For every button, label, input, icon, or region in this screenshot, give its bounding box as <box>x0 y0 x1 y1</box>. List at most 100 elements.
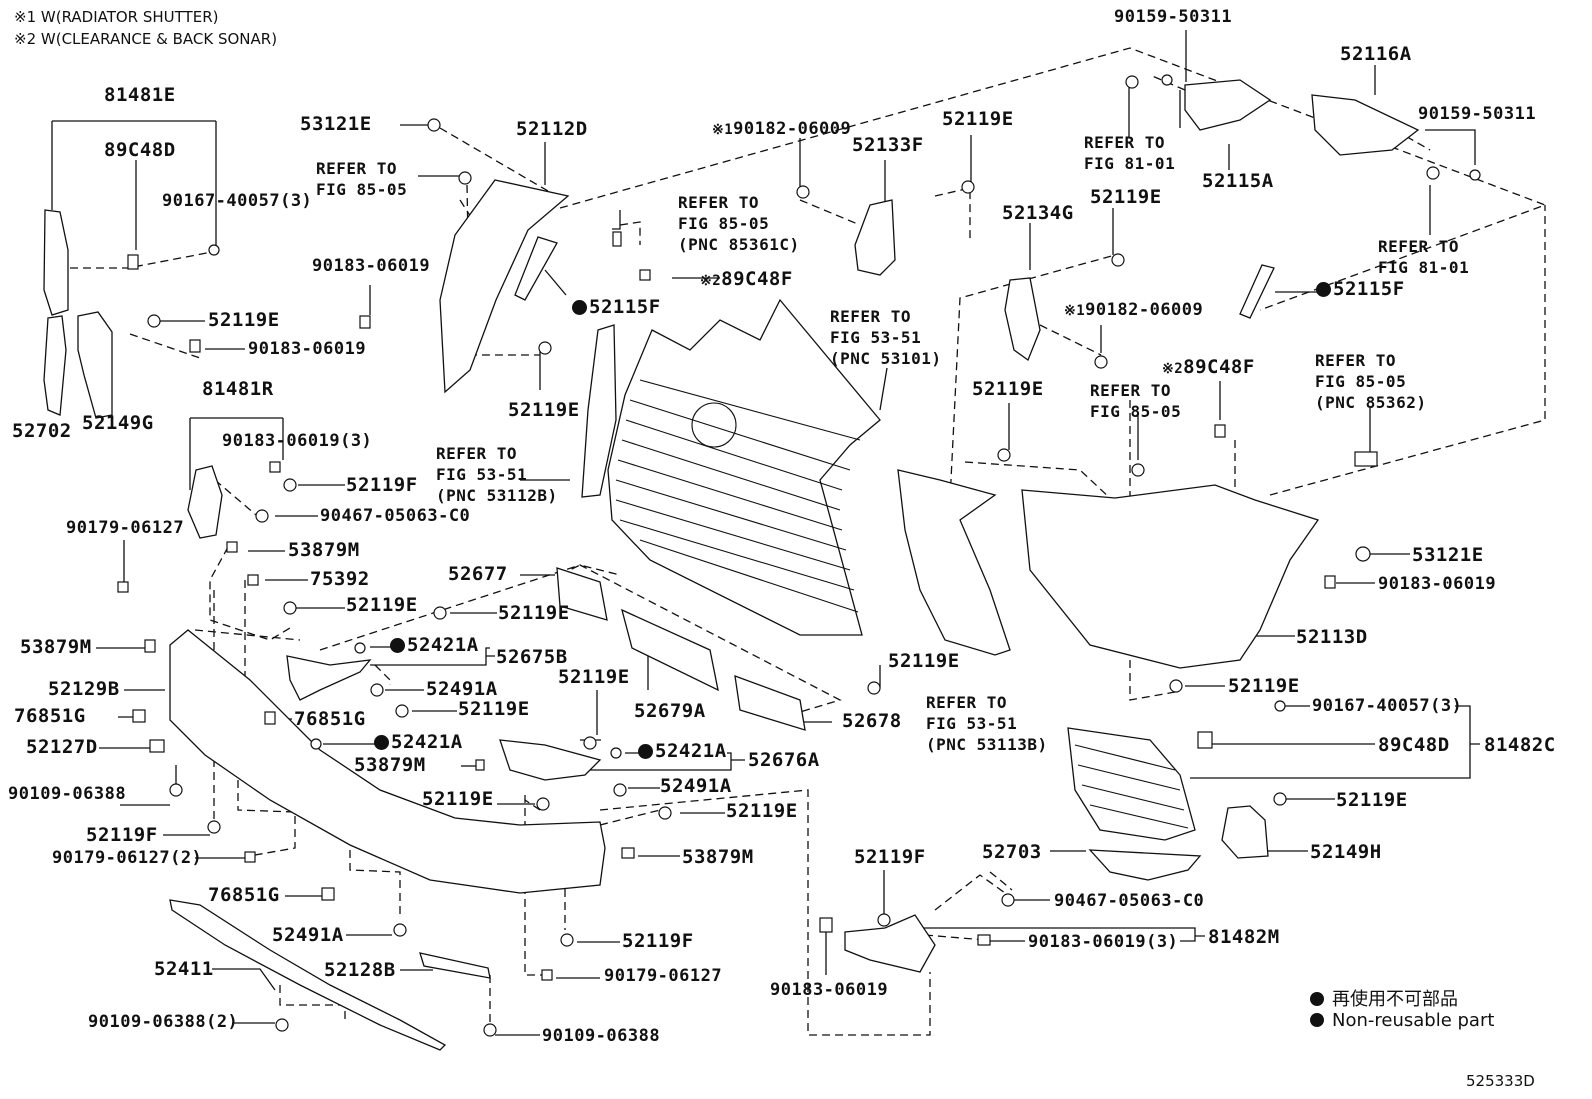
ref-fig-53-51-53112b: REFER TO FIG 53-51 (PNC 53112B) <box>436 444 558 505</box>
part-label: 90467-05063-C0 <box>320 506 471 526</box>
part-label: 90179-06127(2) <box>52 848 203 868</box>
part-label: 75392 <box>310 568 370 590</box>
part-label: 52115F <box>589 296 661 318</box>
part-label: 52149H <box>1310 841 1382 863</box>
plate-bracket-52678 <box>734 675 806 731</box>
part-label: 90179-06127 <box>604 966 723 986</box>
part-label: 52149G <box>82 412 154 434</box>
part-label: 52116A <box>1340 43 1412 65</box>
bracket-52676a <box>499 739 602 781</box>
moulding-52703 <box>1088 849 1202 881</box>
part-label: 52679A <box>634 700 706 722</box>
lamp-81482c <box>1067 727 1196 841</box>
part-label: 52678 <box>842 710 902 732</box>
part-label: 90183-06019(3) <box>222 431 373 451</box>
part-label: 90109-06388(2) <box>88 1012 239 1032</box>
part-label-nonreusable: 52421A <box>638 742 727 761</box>
nonreusable-dot-icon <box>374 735 389 750</box>
part-label: 90183-06019 <box>312 256 431 276</box>
part-label: 52119E <box>726 800 798 822</box>
part-label: 52129B <box>48 678 120 700</box>
part-label: 90109-06388 <box>542 1026 661 1046</box>
note-clearance-sonar: ※2 W(CLEARANCE & BACK SONAR) <box>14 30 278 48</box>
ref-fig-85-05-mid: REFER TO FIG 85-05 <box>1090 381 1182 421</box>
part-label: 52119E <box>508 399 580 421</box>
bracket-81481r <box>187 465 223 539</box>
part-label: 52119E <box>208 309 280 331</box>
part-label: 90467-05063-C0 <box>1054 891 1205 911</box>
part-label: 52421A <box>655 740 727 762</box>
part-label: 52115F <box>1333 278 1405 300</box>
garnish-52112d <box>439 179 570 394</box>
part-label: 52119F <box>854 846 926 868</box>
legend-jp-text: 再使用不可部品 <box>1332 989 1458 1010</box>
part-label: 52421A <box>391 731 463 753</box>
legend-en-text: Non-reusable part <box>1332 1010 1495 1031</box>
part-label: 76851G <box>208 884 280 906</box>
part-label: 52491A <box>426 678 498 700</box>
part-label: 52119E <box>498 602 570 624</box>
part-label: 52119E <box>558 666 630 688</box>
part-label: 52702 <box>12 420 72 442</box>
part-label: 81482C <box>1484 734 1556 756</box>
part-label: ※289C48F <box>1162 356 1255 378</box>
part-label: 90183-06019 <box>770 980 889 1000</box>
part-label: ※190182-06009 <box>1064 300 1204 320</box>
part-label: 90183-06019(3) <box>1028 932 1179 952</box>
part-label: 52411 <box>154 958 214 980</box>
part-label: ※190182-06009 <box>712 119 852 139</box>
part-label: 81481R <box>202 378 274 400</box>
part-label: 52677 <box>448 563 508 585</box>
part-label: 52119E <box>1228 675 1300 697</box>
moulding-52128b <box>419 952 491 979</box>
part-label: 76851G <box>294 708 366 730</box>
part-label: 52134G <box>1002 202 1074 224</box>
fasteners <box>117 74 1481 1037</box>
nonreusable-dot-icon <box>572 300 587 315</box>
part-label: 89C48D <box>104 139 176 161</box>
note-radiator-shutter: ※1 W(RADIATOR SHUTTER) <box>14 8 219 26</box>
legend-en: Non-reusable part <box>1310 1010 1494 1031</box>
bumper-cover-52119 <box>169 629 606 894</box>
part-label-text: 89C48F <box>1183 356 1255 378</box>
part-label: 53879M <box>288 539 360 561</box>
part-label: 90183-06019 <box>1378 574 1497 594</box>
bracket-52675b <box>286 655 372 701</box>
part-label: 52119E <box>1090 186 1162 208</box>
ref-fig-53-51-53113b: REFER TO FIG 53-51 (PNC 53113B) <box>926 693 1048 754</box>
part-label: 53879M <box>682 846 754 868</box>
ref-fig-85-05-85362: REFER TO FIG 85-05 (PNC 85362) <box>1315 351 1427 412</box>
bracket-52134g <box>1004 277 1041 362</box>
part-label-text: 89C48F <box>721 268 793 290</box>
part-label: 52491A <box>660 775 732 797</box>
part-label-nonreusable: 52115F <box>572 298 661 317</box>
part-label: 90159-50311 <box>1418 104 1537 124</box>
bracket-52149h <box>1221 805 1269 859</box>
part-label: 52115A <box>1202 170 1274 192</box>
part-label-nonreusable: 52421A <box>374 733 463 752</box>
part-label: 81482M <box>1208 926 1280 948</box>
plate-bracket-52677 <box>556 567 608 621</box>
bumper-side-52113d <box>1021 484 1320 669</box>
part-label-text: 90182-06009 <box>1085 300 1204 320</box>
garnish-52115f-b <box>1239 264 1275 319</box>
part-label: 53879M <box>20 636 92 658</box>
bracket-52133f <box>854 199 896 276</box>
part-label: 52112D <box>516 118 588 140</box>
bracket-81482m <box>844 914 936 973</box>
ref-fig-85-05-85361c: REFER TO FIG 85-05 (PNC 85361C) <box>678 193 800 254</box>
nonreusable-dot-icon <box>390 638 405 653</box>
part-label: 52675B <box>496 646 568 668</box>
part-label: 52119E <box>1336 789 1408 811</box>
ref-fig-85-05-top: REFER TO FIG 85-05 <box>316 159 408 199</box>
part-label: 90183-06019 <box>248 339 367 359</box>
plate-bracket-52679a <box>621 608 719 692</box>
part-label: 89C48D <box>1378 734 1450 756</box>
part-label: 52119E <box>888 650 960 672</box>
part-label: 52421A <box>407 634 479 656</box>
part-label: 76851G <box>14 705 86 727</box>
part-label: 52703 <box>982 841 1042 863</box>
part-label: 53121E <box>1412 544 1484 566</box>
bracket-52115a <box>1184 79 1272 131</box>
